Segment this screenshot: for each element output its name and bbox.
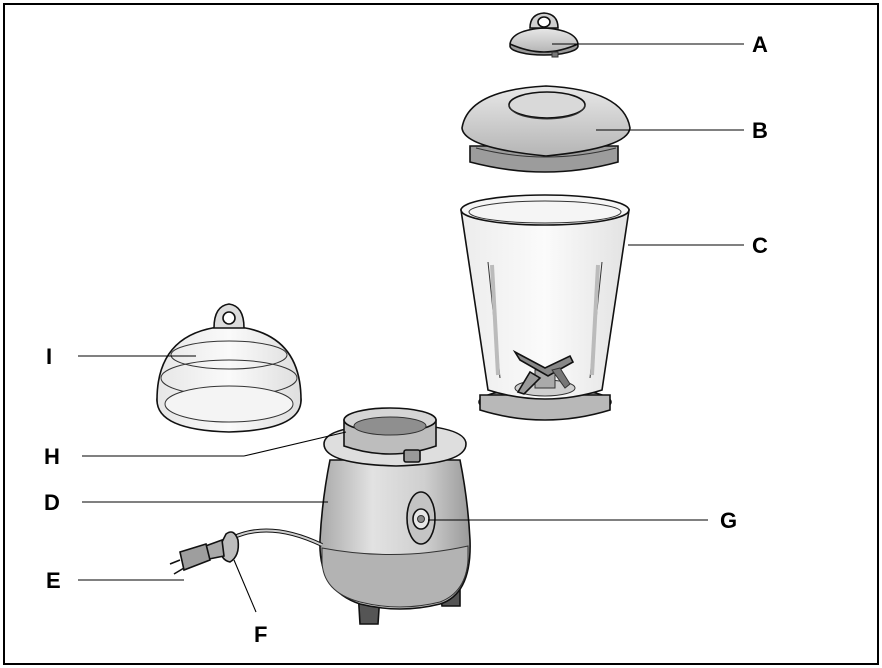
label-d: D	[44, 490, 60, 515]
label-g: G	[720, 508, 737, 533]
diagram-frame	[3, 3, 879, 665]
leader-h-diagonal	[243, 431, 347, 457]
part-a-cap	[509, 12, 579, 58]
part-c-jar	[460, 194, 630, 421]
label-a: A	[752, 32, 768, 57]
label-h: H	[44, 444, 60, 469]
part-e-f-cord-plug	[169, 528, 323, 575]
label-b: B	[752, 118, 768, 143]
label-c: C	[752, 233, 768, 258]
label-e: E	[46, 568, 61, 593]
part-i-dome	[156, 303, 302, 433]
part-g-switch	[406, 491, 436, 545]
leader-lines	[78, 43, 744, 613]
label-i: I	[46, 344, 52, 369]
part-b-lid	[461, 85, 631, 173]
callout-labels: A B C I H D G E F	[44, 32, 768, 647]
leader-f	[233, 559, 257, 613]
label-f: F	[254, 622, 267, 647]
part-h-coupling	[343, 407, 437, 463]
part-d-motor-base	[319, 407, 471, 625]
